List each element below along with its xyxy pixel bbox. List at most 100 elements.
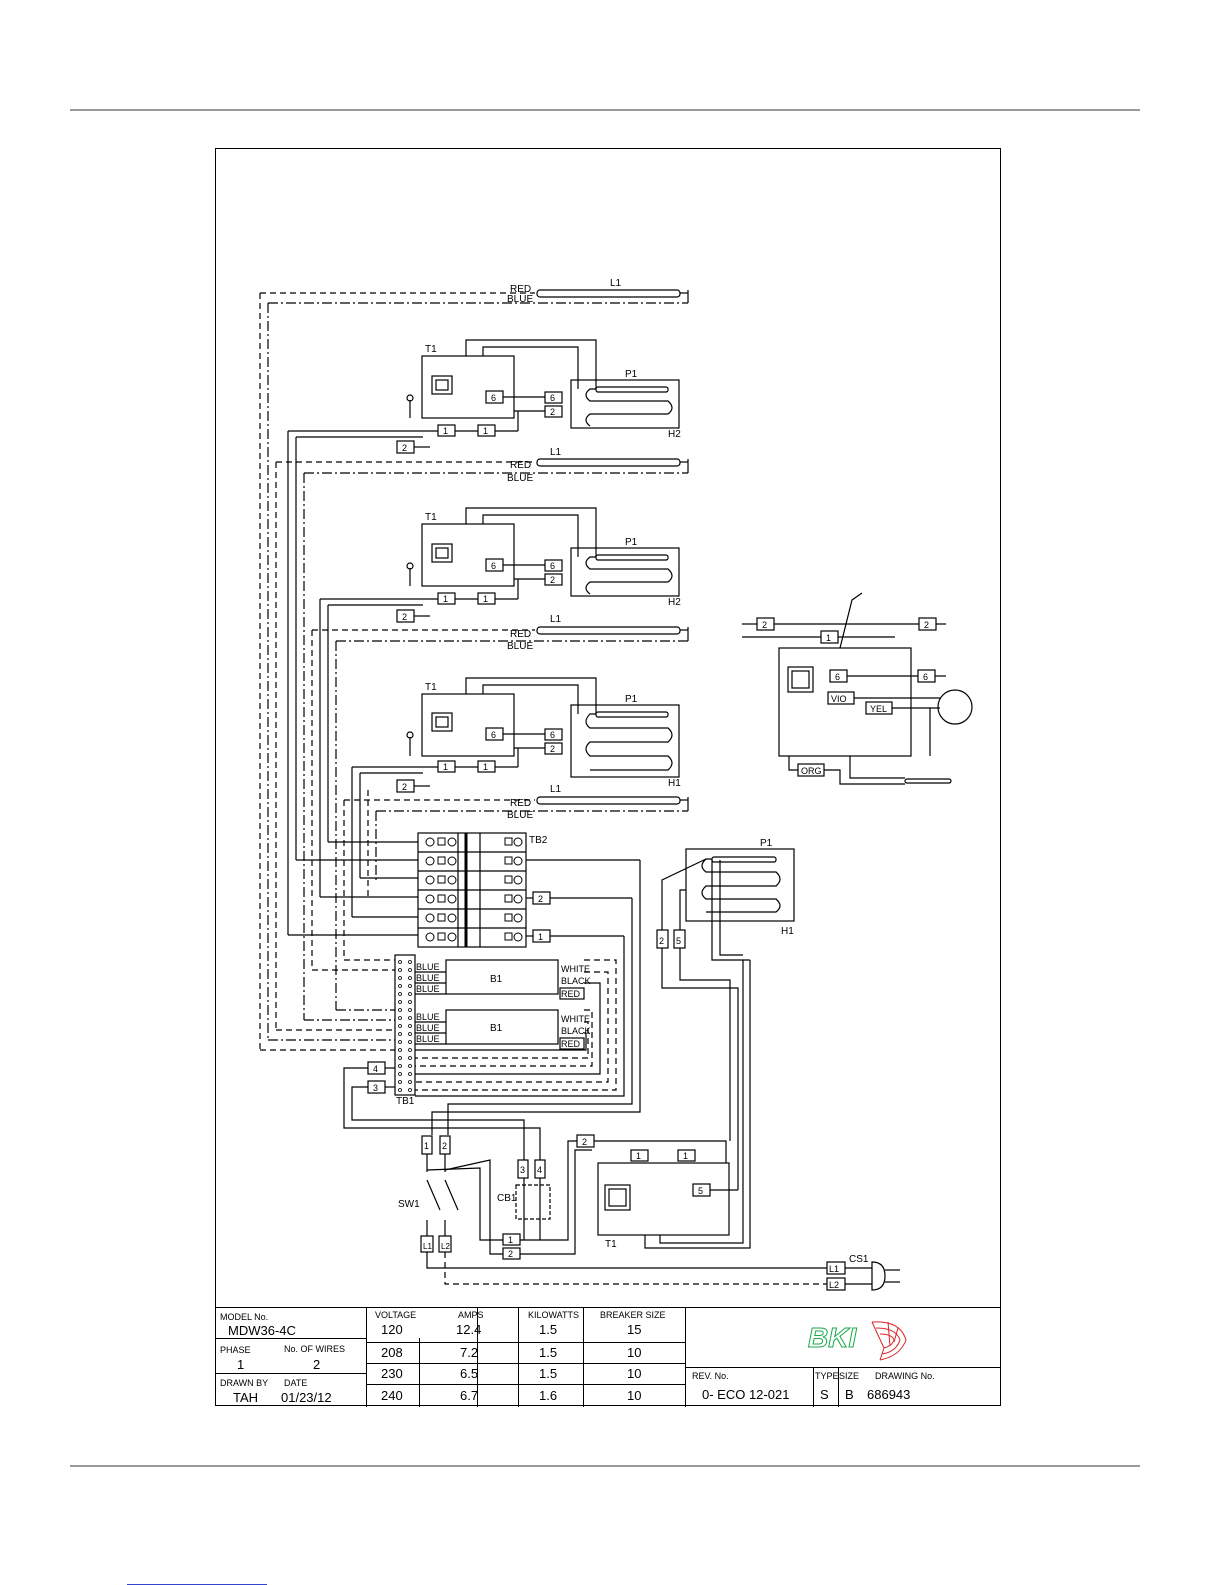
svg-text:2: 2 (550, 744, 555, 754)
bki-logo-text: BKI (807, 1322, 857, 1354)
svg-text:6: 6 (550, 393, 555, 403)
lamp-top: L1 RED BLUE (260, 278, 689, 305)
wire-label-red: RED (510, 284, 531, 295)
svg-text:6: 6 (491, 730, 496, 740)
drawing-frame (215, 148, 1001, 1406)
svg-text:T1: T1 (425, 344, 437, 355)
breaker-cell: 15 (627, 1322, 642, 1337)
svg-text:1: 1 (508, 1235, 513, 1245)
svg-text:L1: L1 (550, 447, 562, 458)
breaker-cell: 10 (627, 1388, 642, 1403)
detail-thermostat: 2 2 1 6 6 VIO YEL ORG (742, 592, 973, 785)
heater-group-2: T1 6 1 1 2 6 2 P1 H2 (320, 507, 681, 623)
type-value: S (820, 1387, 829, 1402)
svg-text:P1: P1 (625, 694, 638, 705)
voltage-cell: 120 (381, 1322, 403, 1337)
size-value: B (845, 1387, 854, 1402)
title-block: MODEL No. MDW36-4C PHASE 1 No. OF WIRES … (215, 1307, 1001, 1407)
top-rule (70, 109, 1140, 111)
svg-text:BLUE: BLUE (507, 810, 533, 821)
svg-text:L1: L1 (829, 1264, 839, 1274)
voltage-cell: 230 (381, 1366, 403, 1381)
svg-text:BLUE: BLUE (416, 984, 440, 994)
svg-text:6: 6 (491, 561, 496, 571)
kw-cell: 1.5 (539, 1366, 558, 1381)
rev-label: REV. No. (692, 1371, 729, 1381)
svg-text:1: 1 (443, 426, 448, 436)
svg-text:T1: T1 (605, 1239, 617, 1250)
svg-text:ORG: ORG (801, 766, 822, 776)
svg-text:3: 3 (520, 1165, 525, 1175)
svg-text:1: 1 (636, 1151, 641, 1161)
svg-text:BLUE: BLUE (416, 1012, 440, 1022)
svg-text:B1: B1 (490, 1023, 503, 1034)
lamp-2: L1 RED BLUE (276, 447, 689, 484)
svg-text:6: 6 (923, 672, 928, 682)
bki-swoosh-icon (871, 1321, 907, 1361)
svg-text:H1: H1 (781, 926, 794, 937)
svg-text:RED: RED (561, 989, 581, 999)
kw-cell: 1.5 (539, 1345, 558, 1360)
svg-text:1: 1 (443, 762, 448, 772)
lamp-label: L1 (610, 278, 622, 289)
svg-text:L1: L1 (550, 614, 562, 625)
wires-value: 2 (313, 1357, 321, 1372)
svg-text:TB2: TB2 (529, 835, 548, 846)
svg-text:P1: P1 (625, 537, 638, 548)
switch-sw1: SW1 1 2 L1 L2 1 2 (398, 1135, 521, 1260)
svg-text:RED: RED (510, 629, 531, 640)
probe-h1-right: P1 H1 2 5 (656, 838, 795, 1190)
terminal-block-tb1: TB1 4 3 (343, 954, 541, 1160)
svg-text:1: 1 (443, 594, 448, 604)
thermostat-bottom: T1 1 1 5 (594, 960, 751, 1250)
bottom-rule (70, 1465, 1140, 1467)
svg-text:2: 2 (402, 612, 407, 622)
svg-text:2: 2 (442, 1141, 447, 1151)
svg-text:P1: P1 (760, 838, 773, 849)
svg-text:B1: B1 (490, 974, 503, 985)
svg-text:BLUE: BLUE (416, 1023, 440, 1033)
breaker-cell: 10 (627, 1366, 642, 1381)
phase-label: PHASE (220, 1345, 251, 1355)
amps-cell: 7.2 (460, 1345, 479, 1360)
drawn-by-value: TAH (233, 1390, 259, 1405)
lamp-4: L1 RED BLUE (344, 784, 689, 821)
svg-text:5: 5 (676, 936, 681, 946)
svg-text:1: 1 (683, 1151, 688, 1161)
svg-text:2: 2 (762, 620, 767, 630)
drawing-value: 686943 (867, 1387, 911, 1402)
svg-text:WHITE: WHITE (561, 1014, 590, 1024)
svg-text:4: 4 (373, 1064, 378, 1074)
svg-text:P1: P1 (625, 369, 638, 380)
drawing-label: DRAWING No. (875, 1371, 935, 1381)
rev-value: 0- ECO 12-021 (702, 1387, 790, 1402)
amps-cell: 6.5 (460, 1366, 479, 1381)
model-label: MODEL No. (220, 1312, 269, 1322)
svg-text:T1: T1 (425, 512, 437, 523)
svg-text:H2: H2 (668, 429, 681, 440)
svg-text:WHITE: WHITE (561, 964, 590, 974)
svg-text:4: 4 (537, 1165, 542, 1175)
svg-text:CB1: CB1 (497, 1193, 517, 1204)
svg-text:L1: L1 (423, 1242, 432, 1251)
breaker-header: BREAKER SIZE (600, 1310, 666, 1320)
svg-text:H2: H2 (668, 597, 681, 608)
svg-text:3: 3 (373, 1083, 378, 1093)
svg-text:BLUE: BLUE (507, 641, 533, 652)
svg-text:6: 6 (550, 561, 555, 571)
svg-text:H1: H1 (668, 778, 681, 789)
ballast-1: B1 BLUE BLUE BLUE WHITE BLACK RED (415, 959, 591, 1000)
svg-text:1: 1 (424, 1141, 429, 1151)
drawn-by-label: DRAWN BY (220, 1378, 269, 1388)
cord-set-cs1: CS1 L1 L2 (426, 1252, 900, 1291)
svg-text:2: 2 (924, 620, 929, 630)
breaker-cell: 10 (627, 1345, 642, 1360)
svg-text:1: 1 (826, 633, 831, 643)
date-label: DATE (284, 1378, 308, 1388)
size-label: SIZE (839, 1371, 860, 1381)
amps-cell: 6.7 (460, 1388, 479, 1403)
svg-text:2: 2 (582, 1137, 587, 1147)
svg-text:RED: RED (510, 460, 531, 471)
svg-text:RED: RED (561, 1039, 581, 1049)
svg-text:BLUE: BLUE (416, 962, 440, 972)
